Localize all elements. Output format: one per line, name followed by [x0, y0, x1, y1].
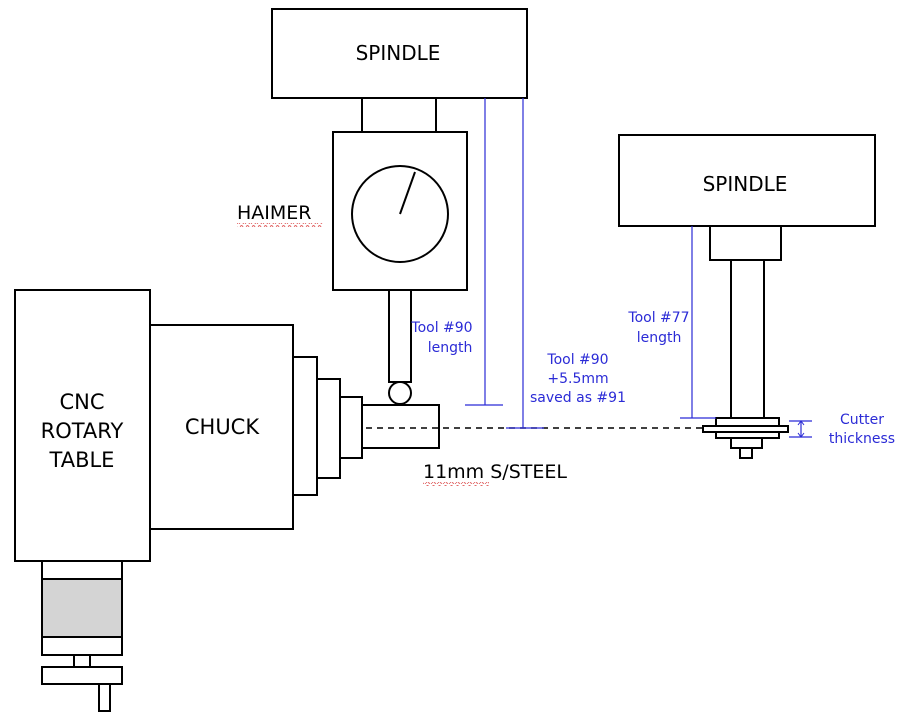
haimer-stylus: [388, 289, 412, 383]
left-spindle: SPINDLE: [271, 8, 528, 133]
tool90-label-line2: length: [428, 340, 473, 356]
chuck-jaw-step2: [339, 396, 363, 459]
tool91-length-dimension: Tool #90 +5.5mm saved as #91: [506, 98, 626, 429]
arbor-screw: [739, 447, 753, 459]
right-spindle-label: SPINDLE: [703, 172, 788, 196]
right-spindle-nose: [709, 225, 782, 261]
arbor-nut: [730, 437, 763, 449]
cnc-rotary-table: CNC ROTARY TABLE: [14, 289, 151, 712]
motor-shaft: [98, 683, 111, 712]
spellcheck-underline: [237, 223, 323, 227]
motor-shaft-neck: [73, 654, 91, 668]
cutter-upper-spacer: [715, 417, 780, 427]
motor-bottom-flange: [41, 636, 123, 656]
cutter-arbor: [730, 259, 765, 419]
stock-bar: [361, 404, 440, 449]
rotary-table-label-line1: CNC: [59, 390, 104, 414]
tool91-label-line1: Tool #90: [546, 352, 608, 368]
chuck-body: [149, 324, 294, 530]
cutter-label-line1: Cutter: [840, 412, 884, 428]
cutter-thickness-dimension: Cutter thickness: [789, 412, 895, 447]
cutter-label-line2: thickness: [829, 431, 895, 447]
rotary-table-label-line2: ROTARY: [41, 419, 124, 443]
haimer-needle: [399, 171, 416, 215]
spellcheck-underline: [423, 482, 489, 486]
motor-coupling: [41, 666, 123, 685]
tool90-label-line1: Tool #90: [410, 320, 472, 336]
left-spindle-nose: [361, 97, 437, 133]
stock-label: 11mm S/STEEL: [423, 461, 567, 483]
rotary-table-label-line3: TABLE: [49, 448, 115, 472]
haimer-probe: HAIMER: [237, 131, 468, 405]
tool91-label-line2: +5.5mm: [547, 371, 608, 387]
tool77-label-line2: length: [637, 330, 682, 346]
rotary-table-body: [14, 289, 151, 562]
chuck: CHUCK: [149, 324, 363, 530]
left-spindle-label: SPINDLE: [356, 41, 441, 65]
tool77-label-line1: Tool #77: [627, 310, 689, 326]
stock: 11mm S/STEEL: [361, 404, 567, 486]
dimension-arrow-down: [797, 432, 805, 438]
motor-top-flange: [41, 560, 123, 580]
tool91-label-line3: saved as #91: [530, 390, 626, 406]
right-spindle: SPINDLE: [618, 134, 876, 459]
stepper-motor: [41, 578, 123, 638]
tool77-length-dimension: Tool #77 length: [627, 226, 716, 419]
haimer-label: HAIMER: [237, 202, 312, 224]
left-spindle-body: [271, 8, 528, 99]
dimension-arrow-up: [797, 420, 805, 426]
chuck-label: CHUCK: [185, 415, 260, 439]
tool90-length-dimension: Tool #90 length: [410, 98, 503, 406]
right-spindle-body: [618, 134, 876, 227]
haimer-probe-ball: [388, 381, 412, 405]
chuck-face: [292, 356, 318, 496]
chuck-jaw-step1: [316, 378, 341, 479]
